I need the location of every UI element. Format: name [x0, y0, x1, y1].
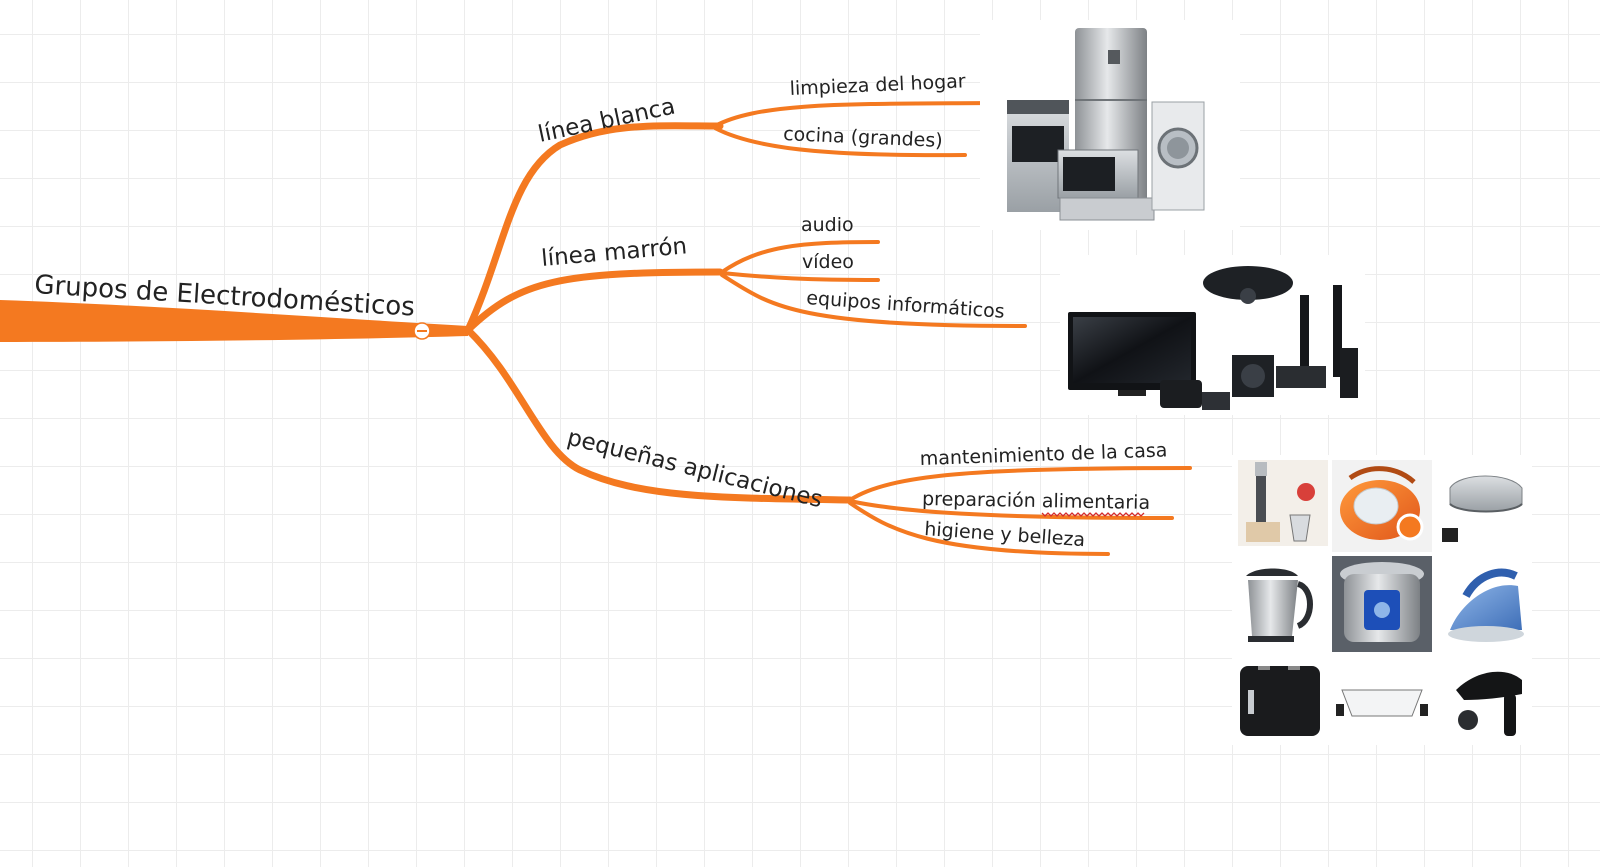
- vacuum-cleaner-icon: [1332, 460, 1432, 552]
- sub-label-higiene[interactable]: higiene y belleza: [924, 518, 1086, 551]
- subbranch-audio: [720, 240, 880, 274]
- sandwich-maker-icon: [1440, 460, 1530, 546]
- root-trunk: [0, 300, 468, 342]
- sub-label-cocina[interactable]: cocina (grandes): [783, 123, 943, 152]
- sub-label-preparacion[interactable]: preparación alimentaria: [922, 488, 1150, 514]
- sub-label-mantenimiento[interactable]: mantenimiento de la casa: [919, 439, 1167, 470]
- hand-blender-icon: [1238, 460, 1328, 546]
- sub-label-video[interactable]: vídeo: [802, 251, 854, 273]
- branch-pequenas-aplicaciones: [464, 326, 854, 504]
- electronics-photo[interactable]: [1060, 255, 1365, 415]
- kettle-icon: [1238, 556, 1328, 648]
- hair-dryer-icon: [1440, 656, 1530, 742]
- branch-label-pequenas-aplicaciones[interactable]: pequeñas aplicaciones: [565, 425, 826, 514]
- griddle-icon: [1332, 656, 1432, 742]
- subbranch-video: [720, 271, 880, 282]
- branch-label-linea-blanca[interactable]: línea blanca: [536, 93, 678, 147]
- branch-label-linea-marron[interactable]: línea marrón: [540, 233, 688, 272]
- pressure-cooker-icon: [1332, 556, 1432, 652]
- sub-label-limpieza[interactable]: limpieza del hogar: [789, 70, 966, 100]
- small-appliances-collage[interactable]: [1232, 455, 1532, 745]
- subbranch-cocina: [713, 126, 967, 158]
- steam-iron-icon: [1440, 556, 1530, 648]
- collapse-toggle[interactable]: [413, 322, 431, 340]
- subbranch-higiene: [848, 501, 1110, 556]
- branch-linea-marron: [464, 268, 724, 334]
- spellcheck-underline: [1041, 512, 1145, 517]
- subbranch-limpieza: [713, 101, 992, 128]
- major-appliances-photo[interactable]: [980, 20, 1240, 230]
- subbranch-preparacion: [848, 499, 1174, 520]
- subbranch-equipos: [720, 273, 1027, 328]
- toaster-icon: [1238, 656, 1328, 742]
- branch-linea-blanca: [464, 122, 724, 334]
- subbranch-mantenimiento: [848, 466, 1192, 502]
- sub-label-audio[interactable]: audio: [801, 214, 854, 236]
